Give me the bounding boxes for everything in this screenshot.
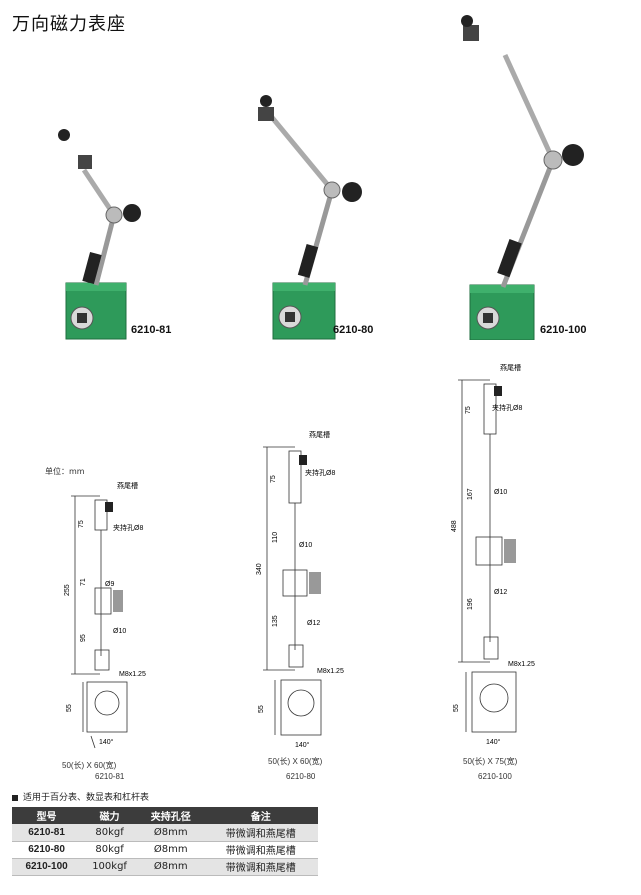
drawing-6210-80: 燕尾槽 夹持孔Ø8 75 340 110 135 55 Ø10 Ø12 M8x1… xyxy=(256,430,344,749)
dim-55: 55 xyxy=(453,704,460,712)
groove-label: 燕尾槽 xyxy=(500,363,521,372)
drawing-caption-6210-81: 6210-81 xyxy=(95,772,125,781)
dim-196: 196 xyxy=(467,598,474,610)
dim-dia10: Ø10 xyxy=(113,628,126,635)
dim-255: 255 xyxy=(64,584,71,596)
size-label-6210-100: 50(长) X 75(宽) xyxy=(463,757,518,766)
dim-488: 488 xyxy=(451,520,458,532)
cell-remark: 带微调和燕尾槽 xyxy=(203,841,318,859)
dim-340: 340 xyxy=(256,563,263,575)
dim-55: 55 xyxy=(258,705,265,713)
cell-force: 80kgf xyxy=(81,841,138,859)
header-force: 磁力 xyxy=(81,807,138,824)
drawing-caption-6210-80: 6210-80 xyxy=(286,772,316,781)
dim-thread: M8x1.25 xyxy=(317,668,344,675)
model-label-6210-100: 6210-100 xyxy=(540,324,587,336)
dim-75: 75 xyxy=(465,406,472,414)
page-title: 万向磁力表座 xyxy=(12,14,126,35)
dim-75: 75 xyxy=(78,520,85,528)
dim-135: 135 xyxy=(272,615,279,627)
cell-clamp: Ø8mm xyxy=(137,858,204,876)
dim-110: 110 xyxy=(272,532,279,543)
clamp-label: 夹持孔Ø8 xyxy=(305,468,335,477)
drawing-6210-100: 燕尾槽 夹持孔Ø8 75 488 167 196 55 Ø10 Ø12 M8x1… xyxy=(451,363,535,746)
usage-note: 适用于百分表、数显表和杠杆表 xyxy=(12,790,149,803)
clamp-label: 夹持孔Ø8 xyxy=(113,523,143,532)
cell-remark: 带微调和燕尾槽 xyxy=(203,858,318,876)
size-label-6210-80: 50(长) X 60(宽) xyxy=(268,757,323,766)
size-label-6210-81: 50(长) X 60(宽) xyxy=(62,761,117,770)
bullet-square-icon xyxy=(12,794,18,801)
drawing-caption-6210-100: 6210-100 xyxy=(478,772,512,781)
dim-dia9: Ø9 xyxy=(105,581,114,588)
dim-thread: M8x1.25 xyxy=(508,661,535,668)
header-remark: 备注 xyxy=(203,807,318,824)
table-row: 6210-100 100kgf Ø8mm 带微调和燕尾槽 xyxy=(12,858,318,876)
cell-force: 80kgf xyxy=(81,824,138,842)
cell-clamp: Ø8mm xyxy=(137,841,204,859)
dim-167: 167 xyxy=(467,488,474,500)
table-row: 6210-80 80kgf Ø8mm 带微调和燕尾槽 xyxy=(12,841,318,859)
model-label-6210-80: 6210-80 xyxy=(333,324,374,336)
dim-angle: 140° xyxy=(99,738,114,746)
product-photo-6210-81 xyxy=(58,129,141,340)
header-clamp: 夹持孔径 xyxy=(137,807,204,824)
clamp-label: 夹持孔Ø8 xyxy=(492,403,522,412)
dim-dia10: Ø10 xyxy=(299,542,312,549)
cell-model: 6210-81 xyxy=(12,824,82,842)
table-header-row: 型号 磁力 夹持孔径 备注 xyxy=(12,807,318,824)
cell-remark: 带微调和燕尾槽 xyxy=(203,824,318,842)
model-label-6210-81: 6210-81 xyxy=(131,324,172,336)
header-model: 型号 xyxy=(12,807,82,824)
table-row: 6210-81 80kgf Ø8mm 带微调和燕尾槽 xyxy=(12,824,318,842)
product-photo-6210-80 xyxy=(258,95,362,340)
groove-label: 燕尾槽 xyxy=(117,481,138,490)
usage-note-text: 适用于百分表、数显表和杠杆表 xyxy=(23,793,150,803)
dim-75: 75 xyxy=(270,475,277,483)
dim-angle: 140° xyxy=(295,741,310,749)
cell-model: 6210-80 xyxy=(12,841,82,859)
dim-thread: M8x1.25 xyxy=(119,671,146,678)
spec-table: 型号 磁力 夹持孔径 备注 6210-81 80kgf Ø8mm 带微调和燕尾槽… xyxy=(12,807,318,876)
cell-clamp: Ø8mm xyxy=(137,824,204,842)
cell-force: 100kgf xyxy=(81,858,138,876)
drawing-6210-81: 燕尾槽 夹持孔Ø8 75 255 71 95 55 Ø9 Ø10 M8x1.25… xyxy=(64,481,146,749)
dim-dia12: Ø12 xyxy=(307,620,320,627)
cell-model: 6210-100 xyxy=(12,858,82,876)
product-photo-6210-100 xyxy=(461,15,584,340)
dim-55: 55 xyxy=(66,704,73,712)
dim-dia10: Ø10 xyxy=(494,489,507,496)
dim-angle: 140° xyxy=(486,738,501,746)
dim-71: 71 xyxy=(80,578,87,586)
groove-label: 燕尾槽 xyxy=(309,430,330,439)
unit-label: 单位：mm xyxy=(45,467,85,476)
dim-dia12: Ø12 xyxy=(494,589,507,596)
dim-95: 95 xyxy=(80,634,87,642)
